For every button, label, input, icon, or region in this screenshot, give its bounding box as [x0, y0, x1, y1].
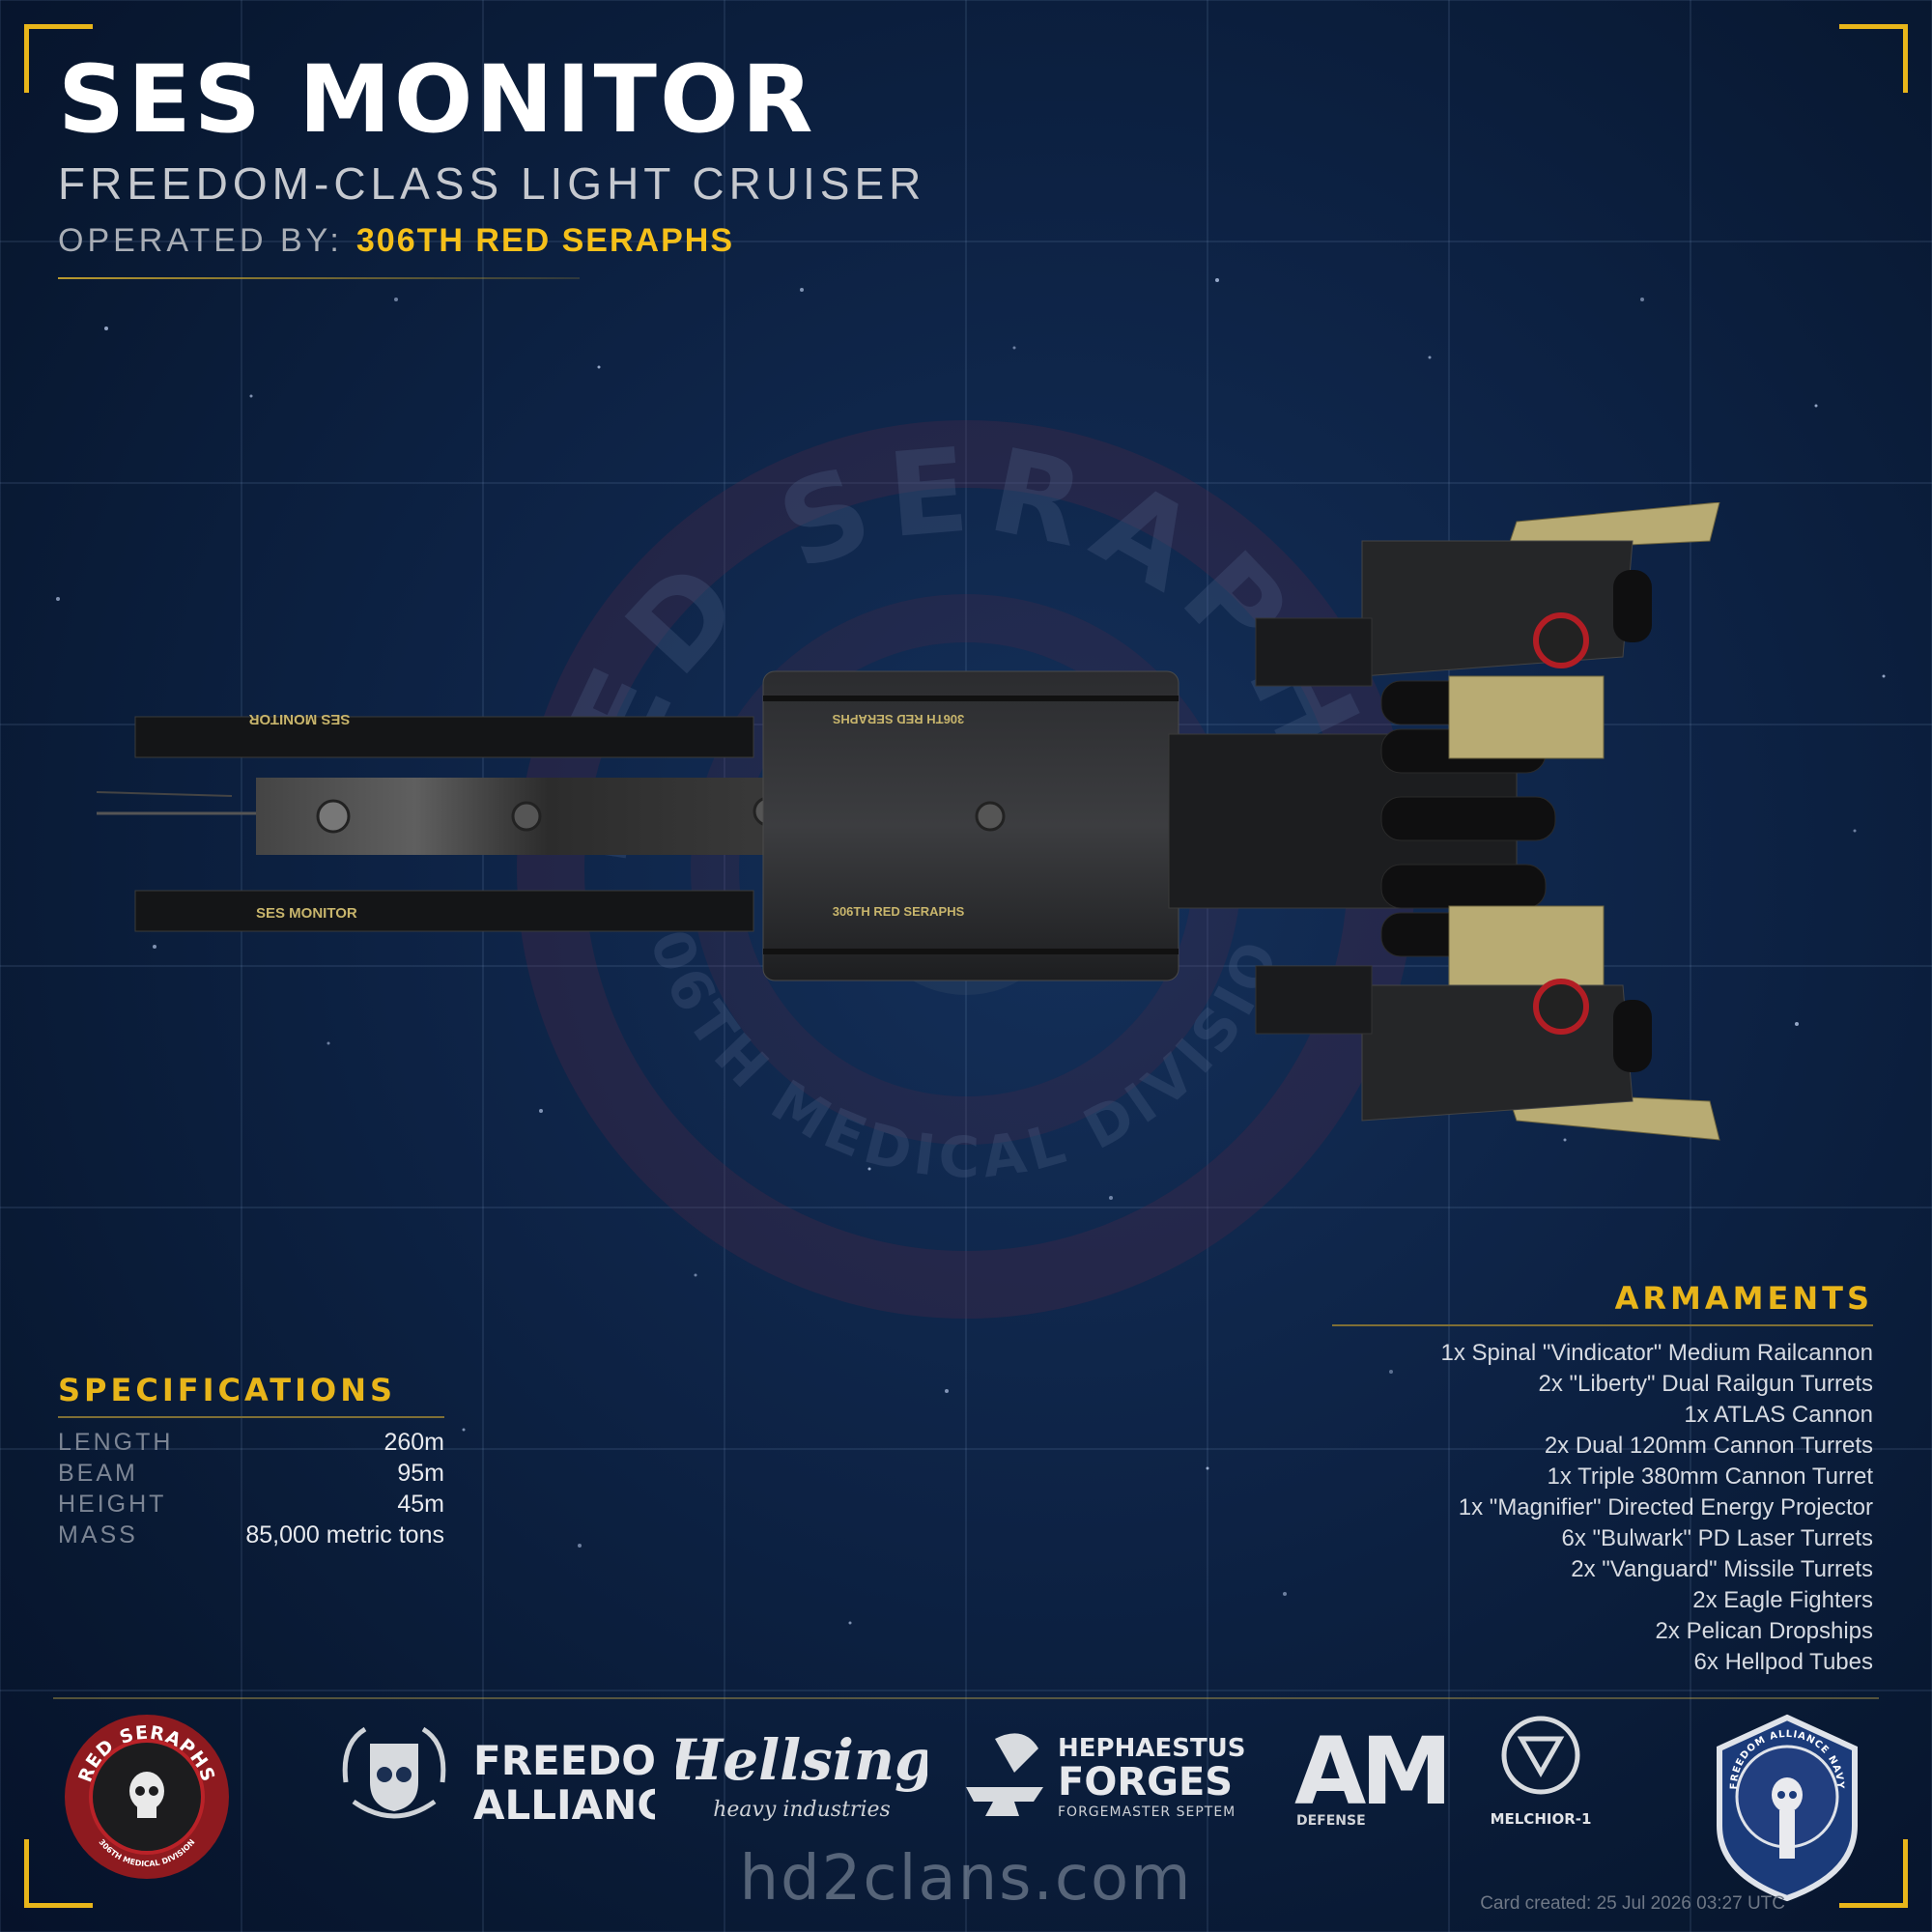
frame-corner-bottom-left [24, 1839, 93, 1908]
armament-item: 1x "Magnifier" Directed Energy Projector [1458, 1494, 1873, 1520]
header-divider [58, 277, 580, 279]
melchior-name: MELCHIOR-1 [1491, 1810, 1592, 1828]
hull-name-lower: SES MONITOR [256, 905, 357, 922]
am-mark: AM [1294, 1724, 1447, 1826]
hephaestus-line2: FORGES [1058, 1760, 1233, 1804]
spec-row-beam: BEAM 95m [58, 1461, 444, 1486]
spec-label: LENGTH [58, 1429, 174, 1456]
operated-by: OPERATED BY: 306TH RED SERAPHS [58, 222, 734, 260]
spec-value: 45m [397, 1491, 444, 1518]
hephaestus-line3: FORGEMASTER SEPTEM [1058, 1804, 1236, 1820]
hull-badge-lower [1533, 979, 1589, 1035]
spec-row-mass: MASS 85,000 metric tons [58, 1522, 444, 1548]
freedom-alliance-line2: ALLIANCE [473, 1781, 655, 1829]
ship-class: FREEDOM-CLASS LIGHT CRUISER [58, 158, 926, 209]
red-seraphs-logo: RED SERAPHS 306TH MEDICAL DIVISION [65, 1715, 229, 1879]
hull-unit-upper: 306TH RED SERAPHS [832, 712, 964, 726]
frame-corner-top-right [1839, 24, 1908, 93]
armaments-heading: ARMAMENTS [1614, 1280, 1873, 1317]
spec-label: HEIGHT [58, 1491, 167, 1518]
specifications-list: LENGTH 260m BEAM 95m HEIGHT 45m MASS 85,… [58, 1430, 444, 1548]
armament-item: 1x Spinal "Vindicator" Medium Railcannon [1440, 1340, 1873, 1366]
ship-illustration: SES MONITOR SES MONITOR 306TH RED SERAPH… [97, 502, 1720, 1141]
hellsing-line2: heavy industries [713, 1798, 891, 1822]
card-created-timestamp: Card created: 25 Jul 2026 03:27 UTC [1480, 1893, 1785, 1914]
spec-row-height: HEIGHT 45m [58, 1492, 444, 1517]
armament-item: 2x "Vanguard" Missile Turrets [1571, 1556, 1873, 1582]
melchior-logo: MELCHIOR-1 [1491, 1716, 1592, 1828]
specifications-panel: SPECIFICATIONS LENGTH 260m BEAM 95m HEIG… [58, 1372, 444, 1548]
spec-label: MASS [58, 1521, 138, 1548]
operated-by-label: OPERATED BY: [58, 222, 343, 259]
armament-item: 6x "Bulwark" PD Laser Turrets [1561, 1525, 1873, 1551]
spec-value: 85,000 metric tons [245, 1521, 444, 1548]
specifications-heading: SPECIFICATIONS [58, 1372, 397, 1408]
armament-item: 1x Triple 380mm Cannon Turret [1547, 1463, 1874, 1490]
footer-divider [53, 1697, 1879, 1699]
freedom-alliance-logo: FREEDOM ALLIANCE [342, 1726, 655, 1829]
hephaestus-forges-logo: HEPHAESTUS FORGES FORGEMASTER SEPTEM [966, 1733, 1246, 1820]
armament-item: 2x "Liberty" Dual Railgun Turrets [1538, 1371, 1873, 1397]
hellsing-logo: Hellsing heavy industries [676, 1727, 927, 1822]
hull-unit-lower: 306TH RED SERAPHS [833, 904, 965, 919]
armament-item: 6x Hellpod Tubes [1693, 1649, 1873, 1675]
specifications-divider [58, 1416, 444, 1418]
spec-row-length: LENGTH 260m [58, 1430, 444, 1455]
spec-value: 95m [397, 1460, 444, 1487]
hull-badge-upper [1533, 612, 1589, 668]
freedom-alliance-line1: FREEDOM [473, 1737, 655, 1784]
am-sub: DEFENSE [1296, 1813, 1366, 1829]
armaments-list: 1x Spinal "Vindicator" Medium Railcannon… [1332, 1338, 1873, 1678]
armaments-panel: ARMAMENTS 1x Spinal "Vindicator" Medium … [1332, 1280, 1873, 1678]
armament-item: 2x Dual 120mm Cannon Turrets [1544, 1433, 1873, 1459]
armament-item: 2x Eagle Fighters [1692, 1587, 1873, 1613]
hephaestus-line1: HEPHAESTUS [1058, 1734, 1246, 1763]
spec-value: 260m [384, 1429, 444, 1456]
frame-corner-top-left [24, 24, 93, 93]
website-url: hd2clans.com [739, 1843, 1193, 1915]
armament-item: 2x Pelican Dropships [1655, 1618, 1873, 1644]
hull-name-upper: SES MONITOR [248, 711, 350, 727]
frame-corner-bottom-right [1839, 1839, 1908, 1908]
spec-label: BEAM [58, 1460, 138, 1487]
operated-by-value: 306TH RED SERAPHS [355, 222, 734, 259]
armament-item: 1x ATLAS Cannon [1684, 1402, 1873, 1428]
ship-title: SES MONITOR [58, 45, 816, 154]
freedom-alliance-navy-logo: FREEDOM ALLIANCE NAVY [1717, 1714, 1858, 1902]
hellsing-line1: Hellsing [676, 1727, 927, 1793]
am-defense-logo: AM DEFENSE [1294, 1724, 1453, 1829]
armaments-divider [1332, 1324, 1873, 1326]
